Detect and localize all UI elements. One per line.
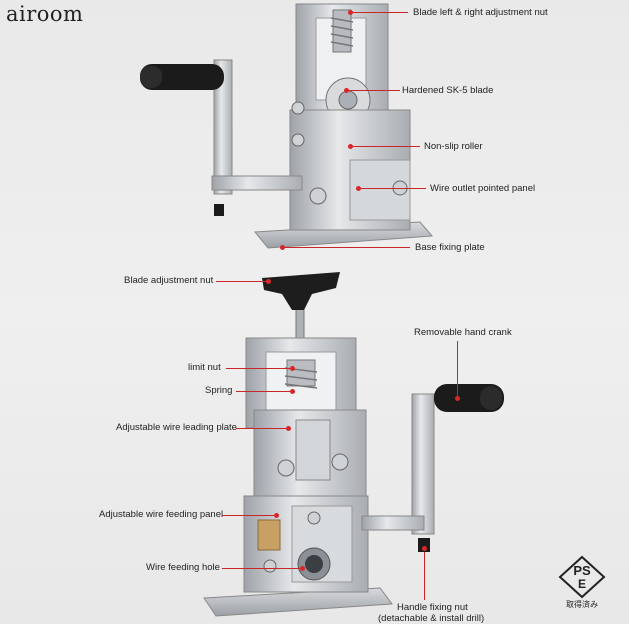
label-hardened-blade: Hardened SK-5 blade <box>402 85 494 96</box>
label-spring: Spring <box>205 385 233 396</box>
pse-caption: 取得済み <box>566 600 598 609</box>
label-wire-outlet-panel: Wire outlet pointed panel <box>430 183 536 194</box>
top-machine <box>140 3 434 249</box>
label-wire-feeding-hole: Wire feeding hole <box>146 562 220 573</box>
label-blade-adjustment-nut: Blade adjustment nut <box>124 275 214 286</box>
label-limit-nut: limit nut <box>188 362 221 373</box>
label-handle-fixing-nut: Handle fixing nut <box>397 602 468 613</box>
label-removable-hand-crank: Removable hand crank <box>414 327 512 338</box>
label-base-fixing-plate: Base fixing plate <box>415 242 485 253</box>
label-non-slip-roller: Non-slip roller <box>424 141 483 152</box>
bottom-machine <box>203 272 504 617</box>
pse-letters-top: PS <box>573 563 591 578</box>
label-blade-left-right-nut: Blade left & right adjustment nut <box>413 7 548 18</box>
pse-letter-bottom: E <box>577 577 586 591</box>
label-wire-feeding-panel: Adjustable wire feeding panel <box>99 509 224 520</box>
watermark-text: airoom <box>6 2 84 26</box>
label-wire-leading-plate: Adjustable wire leading plate <box>116 422 237 433</box>
label-handle-fixing-nut-note: (detachable & install drill) <box>378 613 485 624</box>
pse-certification-mark: PS E 取得済み <box>556 555 608 611</box>
